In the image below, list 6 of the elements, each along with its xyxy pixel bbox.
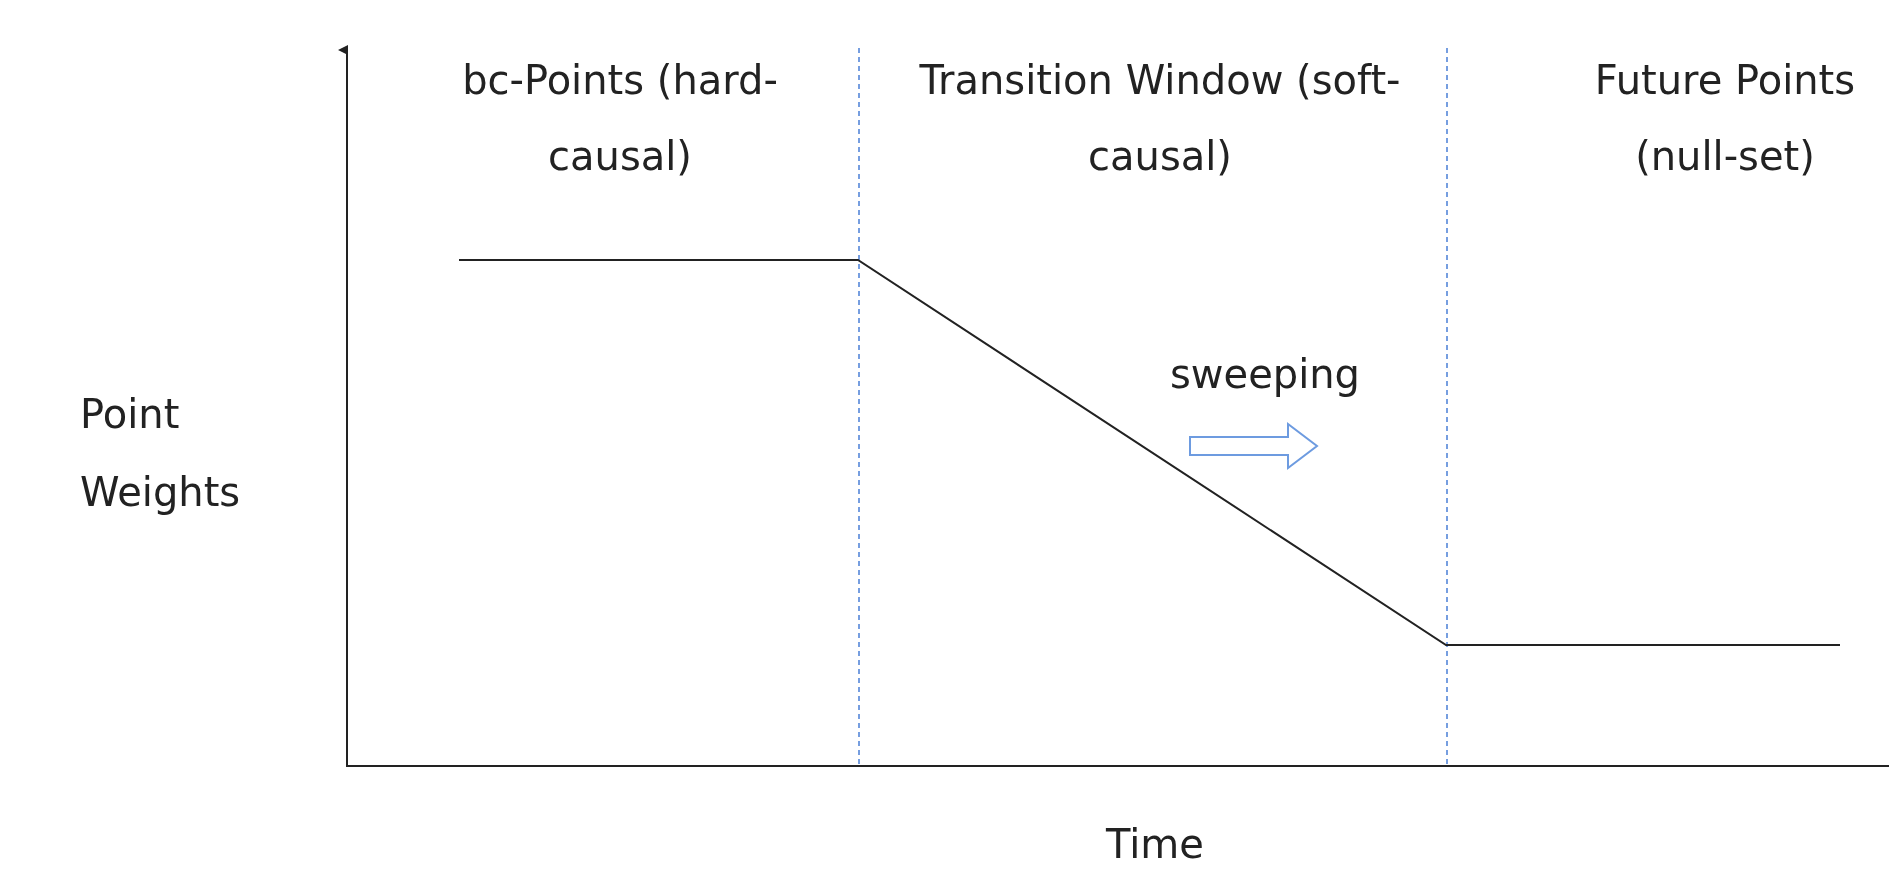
column-heading: Transition Window (soft-causal) bbox=[918, 56, 1402, 181]
axis-title: Point Weights bbox=[80, 390, 242, 517]
annotation-text: sweeping bbox=[1169, 350, 1361, 398]
column-heading: bc-Points (hard-causal) bbox=[461, 56, 779, 181]
column-heading: Future Points (null-set) bbox=[1593, 56, 1857, 181]
axis-title: Time bbox=[1105, 820, 1205, 868]
